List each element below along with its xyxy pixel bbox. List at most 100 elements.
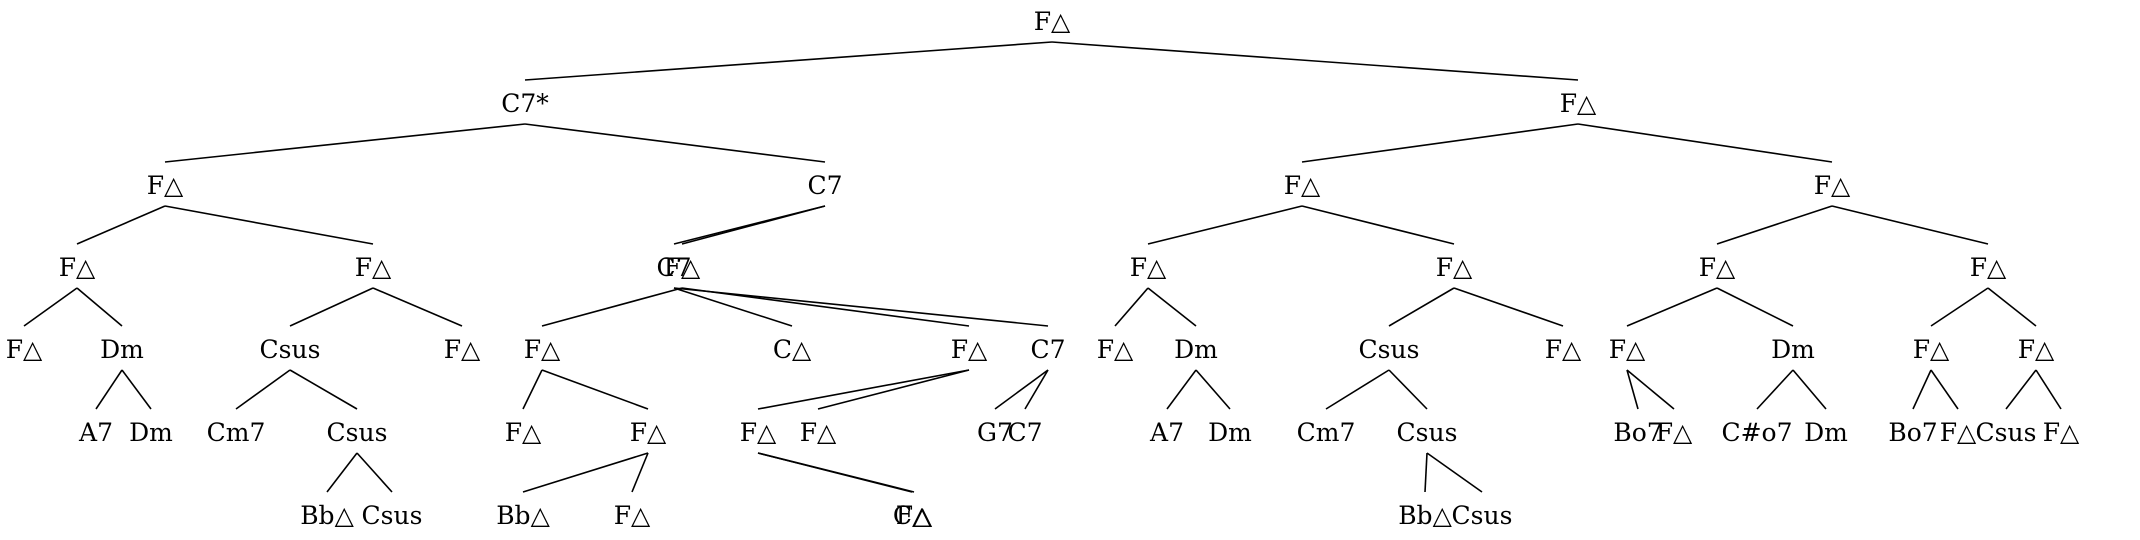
tree-edge [164,123,526,163]
tree-edge [1024,369,1049,410]
chord-node-fmaj: F△ [800,418,837,447]
tree-edge [1453,287,1564,327]
chord-node-csus: Csus [260,335,321,364]
tree-edge [757,452,915,493]
chord-node-csus: Csus [1976,418,2037,447]
chord-node-dm: Dm [1804,418,1848,447]
tree-edge [631,452,649,493]
tree-edge [326,452,358,493]
chord-node-fmaj: F△ [1560,89,1597,118]
chord-node-fmaj: F△ [1699,253,1736,282]
chord-node-cm7: Cm7 [207,418,266,447]
tree-edge [1301,205,1455,245]
tree-edge [1912,369,1932,410]
tree-edge [1756,369,1794,410]
chord-node-c7star: C7* [501,89,549,118]
tree-edge [121,369,152,410]
tree-edge [757,369,970,410]
chord-node-csus: Csus [362,501,423,530]
tree-edge [1426,452,1483,493]
tree-edge [522,369,543,410]
tree-edge [1195,369,1231,410]
chord-node-dm: Dm [129,418,173,447]
chord-node-fmaj: F△ [1656,418,1693,447]
chord-node-fmaj: F△ [1970,253,2007,282]
chord-node-fmaj: F△ [2043,418,2080,447]
tree-edge [541,287,683,327]
chord-node-fmaj: F△ [1097,335,1134,364]
chord-node-csus: Csus [1359,335,1420,364]
chord-node-c7: C7 [1030,335,1065,364]
tree-edge [1626,287,1718,327]
tree-edge [372,287,463,327]
tree-edge [356,452,393,493]
tree-edge [235,369,291,410]
chord-node-c7: C7 [656,253,691,282]
chord-node-cmaj: C△ [893,501,932,530]
tree-edge [1577,123,1833,163]
chord-node-fmaj: F△ [444,335,481,364]
chord-node-fmaj: F△ [2018,335,2055,364]
tree-edge [164,205,374,245]
chord-node-fmaj: F△ [1609,335,1646,364]
tree-edge [95,369,123,410]
chord-node-dm: Dm [1208,418,1252,447]
tree-edge [673,287,793,327]
tree-edge [76,205,166,245]
chord-node-fmaj: F△ [355,253,392,282]
chord-node-a7: A7 [1149,418,1184,447]
chord-node-fmaj: F△ [505,418,542,447]
chord-node-bbmaj: Bb△ [496,501,550,530]
chord-node-fmaj: F△ [896,501,933,530]
chord-node-fmaj: F△ [1130,253,1167,282]
tree-edges [23,41,2062,493]
tree-edge [1301,123,1579,163]
chord-node-fmaj: F△ [524,335,561,364]
tree-edge [1388,287,1455,327]
chord-node-cm7: Cm7 [1297,418,1356,447]
chord-node-dm: Dm [1771,335,1815,364]
chord-node-csharpo7: C#o7 [1721,418,1792,447]
chord-node-bo7: Bo7 [1888,418,1937,447]
tree-edge [1716,287,1794,327]
tree-edge [1147,287,1197,327]
chord-node-c7: C7 [807,171,842,200]
chord-node-fmaj: F△ [614,501,651,530]
chord-node-fmaj: F△ [59,253,96,282]
tree-edge [1051,41,1579,81]
tree-edge [2035,369,2062,410]
chord-node-bo7: Bo7 [1613,418,1662,447]
chord-node-a7: A7 [78,418,113,447]
tree-edge [673,205,826,245]
tree-edge [673,287,1049,327]
tree-edge [76,287,123,327]
tree-edge [2005,369,2037,410]
chord-node-fmaj: F△ [664,253,701,282]
chord-node-bbmaj: Bb△ [300,501,354,530]
tree-edge [1792,369,1827,410]
tree-edge [23,287,78,327]
tree-edge [289,369,358,410]
tree-edge [1831,205,1989,245]
chord-node-c7: C7 [1007,418,1042,447]
tree-edge [1930,369,1959,410]
tree-edge [817,369,970,410]
tree-edge [1424,452,1428,493]
chord-node-dm: Dm [1174,335,1218,364]
chord-node-dm: Dm [100,335,144,364]
tree-edge [524,123,826,163]
chord-node-fmaj: F△ [1814,171,1851,200]
tree-edge [1987,287,2037,327]
tree-edge [994,369,1049,410]
tree-edge [1626,369,1675,410]
chord-node-bbmaj: Bb△ [1398,501,1452,530]
tree-edge [1325,369,1390,410]
chord-node-fmaj: F△ [630,418,667,447]
tree-edge [289,287,374,327]
tree-edge [524,41,1053,81]
chord-node-fmaj: F△ [1034,7,1071,36]
chord-node-fmaj: F△ [951,335,988,364]
tree-edge [1930,287,1989,327]
